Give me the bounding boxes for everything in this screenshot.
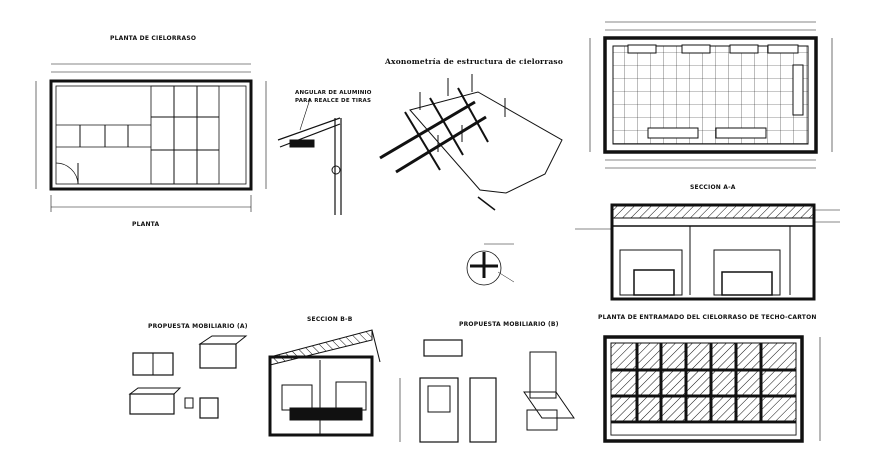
furniture-b-title: PROPUESTA MOBILIARIO (B) xyxy=(459,321,559,328)
furniture-proposal-a xyxy=(128,335,248,419)
angle-support-label: ANGULAR DE ALUMINIO PARA REALCE DE TIRAS xyxy=(295,90,372,104)
plan-title: PLANTA xyxy=(132,221,160,228)
floor-plan-view xyxy=(35,63,267,212)
ceiling-framing-plan xyxy=(603,335,821,443)
furniture-proposal-b xyxy=(399,339,575,443)
section-bb-title: SECCION B-B xyxy=(307,316,353,323)
axonometry-title: Axonometría de estructura de cielorraso xyxy=(385,57,564,66)
ceiling-grid-plan xyxy=(589,21,833,169)
section-b-b-view xyxy=(268,329,381,437)
plan-ceiling-title: PLANTA DE CIELORRASO xyxy=(110,35,197,42)
angle-support-detail xyxy=(277,98,342,215)
section-aa-title: SECCION A-A xyxy=(690,184,736,191)
section-a-a-view xyxy=(575,203,840,301)
furniture-a-title: PROPUESTA MOBILIARIO (A) xyxy=(148,323,248,330)
joint-detail-circle xyxy=(466,243,515,286)
ceiling-detail-plan-title: PLANTA DE ENTRAMADO DEL CIELORRASO DE TE… xyxy=(598,314,817,321)
axonometric-ceiling-structure xyxy=(379,74,563,211)
